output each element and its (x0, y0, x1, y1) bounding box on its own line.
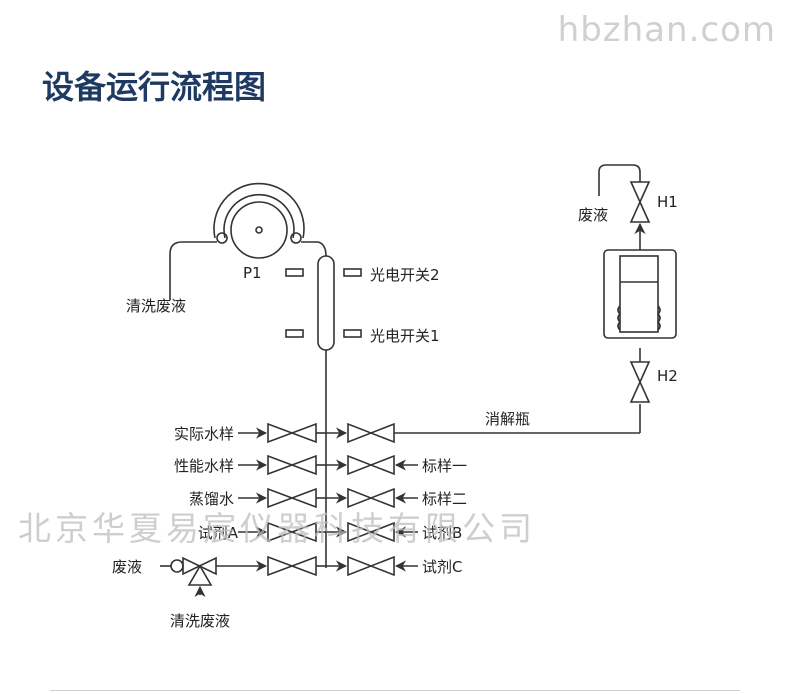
clean-waste-bottom-label: 清洗废液 (170, 612, 230, 630)
valve-h2-shape (629, 361, 651, 403)
valve-h1-shape (629, 181, 651, 223)
page-title: 设备运行流程图 (42, 68, 267, 106)
photo-switch-1-label: 光电开关1 (370, 327, 440, 345)
left-input-label: 蒸馏水 (189, 490, 234, 508)
measuring-tube (317, 255, 335, 351)
tube-pump-to-clean-waste (169, 241, 217, 300)
tube-pump-to-column (301, 241, 327, 257)
peristaltic-pump (213, 182, 305, 259)
digestion-assembly (598, 164, 677, 433)
right-valve-column (326, 422, 640, 577)
clean-waste-top-label: 清洗废液 (126, 297, 186, 315)
right-input-label: 标样一 (422, 457, 467, 475)
left-input-label: 实际水样 (174, 425, 234, 443)
right-input-label: 试剂C (422, 558, 462, 576)
waste-left-label: 废液 (112, 558, 142, 576)
photo-switch-2-left (285, 268, 304, 277)
photo-switch-2-label: 光电开关2 (370, 266, 440, 284)
valve-h1-label: H1 (657, 193, 678, 211)
site-watermark: hbzhan.com (557, 10, 776, 50)
valve-h2-label: H2 (657, 367, 678, 385)
right-input-label: 试剂B (422, 524, 462, 542)
digestion-chamber (603, 249, 677, 339)
waste-top-label: 废液 (578, 206, 608, 224)
left-valve-column (216, 422, 326, 577)
company-watermark: 北京华夏易宸仪器科技有限公司 (18, 509, 536, 548)
left-input-label: 性能水样 (174, 457, 234, 475)
left-input-label: 试剂A (198, 524, 239, 542)
photo-switch-1-right (343, 329, 362, 338)
right-input-label: 标样二 (422, 490, 467, 508)
three-way-valve (160, 556, 217, 598)
pump-label: P1 (243, 264, 262, 282)
bottom-divider (50, 690, 740, 691)
photo-switch-1-left (285, 329, 304, 338)
digestion-bottle (619, 255, 659, 333)
digestion-bottle-label: 消解瓶 (485, 410, 530, 428)
photo-switch-2-right (343, 268, 362, 277)
